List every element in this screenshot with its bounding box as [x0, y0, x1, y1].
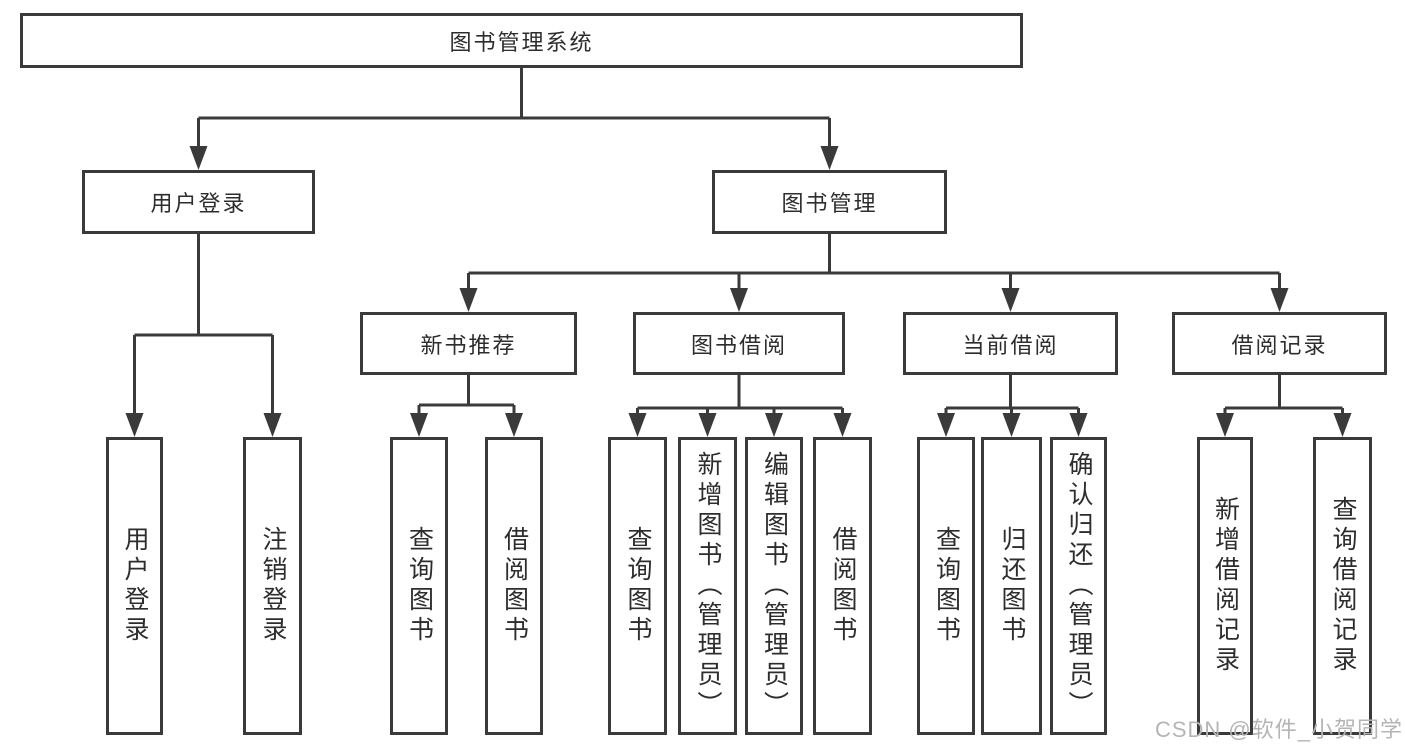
node-label: 注销登录 [259, 526, 287, 646]
node-book-borrowing: 图书借阅 [633, 312, 845, 375]
node-label: 新增借阅记录 [1211, 496, 1240, 676]
node-label: 新增图书（管理员） [694, 451, 722, 721]
leaf-edit-books-admin: 编辑图书（管理员） [745, 437, 803, 735]
node-book-management: 图书管理 [712, 170, 947, 234]
node-root-library-system: 图书管理系统 [20, 13, 1023, 68]
leaf-logout: 注销登录 [243, 437, 302, 735]
node-label: 查询借阅记录 [1329, 496, 1357, 676]
node-user-login: 用户登录 [82, 170, 315, 234]
node-label: 借阅图书 [500, 526, 529, 646]
leaf-confirm-return-admin: 确认归还（管理员） [1050, 437, 1107, 735]
node-label: 归还图书 [998, 526, 1026, 646]
leaf-borrow-books: 借阅图书 [813, 437, 872, 735]
leaf-user-login: 用户登录 [106, 437, 163, 735]
node-new-book-recommendation: 新书推荐 [360, 312, 577, 375]
csdn-watermark: CSDN @软件_小贺同学 [1154, 717, 1403, 742]
node-label: 借阅记录 [1231, 332, 1328, 358]
node-current-borrowing: 当前借阅 [903, 312, 1118, 375]
node-label: 用户登录 [121, 526, 149, 646]
leaf-add-books-admin: 新增图书（管理员） [678, 437, 737, 735]
leaf-add-borrow-record: 新增借阅记录 [1197, 437, 1253, 735]
node-label: 用户登录 [150, 191, 247, 216]
node-label: 查询图书 [932, 526, 961, 646]
node-label: 查询图书 [405, 526, 434, 646]
leaf-query-borrow-record: 查询借阅记录 [1313, 437, 1372, 735]
node-label: 图书借阅 [690, 332, 787, 358]
leaf-query-books-current: 查询图书 [917, 437, 975, 735]
node-label: 借阅图书 [829, 526, 857, 646]
node-label: 查询图书 [624, 526, 652, 646]
node-label: 图书管理 [781, 191, 878, 216]
leaf-query-books-borrow: 查询图书 [608, 437, 667, 735]
node-borrowing-records: 借阅记录 [1172, 312, 1387, 375]
node-label: 编辑图书（管理员） [760, 451, 789, 721]
node-label: 新书推荐 [420, 332, 517, 358]
leaf-borrow-books-recommend: 借阅图书 [485, 437, 543, 735]
node-label: 图书管理系统 [449, 29, 594, 55]
leaf-return-books: 归还图书 [981, 437, 1042, 735]
node-label: 当前借阅 [962, 332, 1059, 358]
node-label: 确认归还（管理员） [1065, 451, 1093, 721]
leaf-query-books-recommend: 查询图书 [390, 437, 448, 735]
